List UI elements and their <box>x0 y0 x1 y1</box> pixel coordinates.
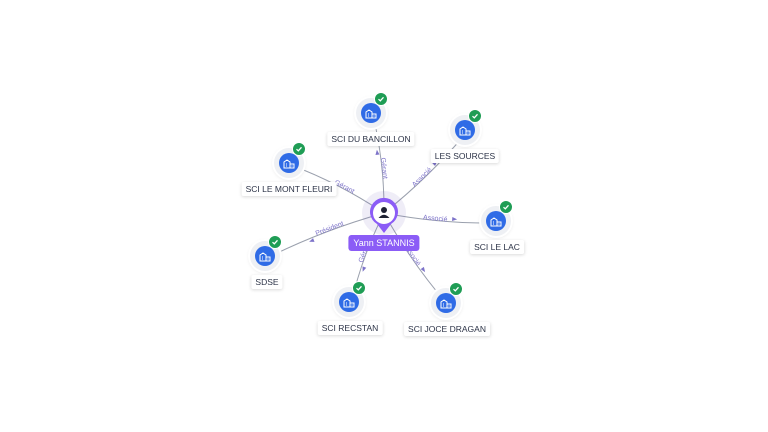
person-pin-icon <box>370 197 398 233</box>
building-icon <box>486 211 506 231</box>
check-icon <box>468 109 482 123</box>
company-label: LES SOURCES <box>430 149 500 163</box>
relation-arrow-icon <box>452 216 458 221</box>
relation-label: Gérant <box>333 179 355 195</box>
check-icon <box>292 142 306 156</box>
company-label: SCI DU BANCILLON <box>327 132 415 146</box>
person-icon <box>378 207 390 218</box>
relation-arrow-icon <box>375 149 380 155</box>
relation-label: Associé <box>411 166 434 188</box>
building-icon <box>361 103 381 123</box>
company-icon-wrap <box>431 282 463 318</box>
check-icon <box>352 281 366 295</box>
building-icon <box>279 153 299 173</box>
building-icon <box>255 246 275 266</box>
check-icon <box>268 235 282 249</box>
building-icon <box>436 293 456 313</box>
company-label: SCI RECSTAN <box>317 321 383 335</box>
company-icon-wrap <box>450 109 482 145</box>
company-icon-wrap <box>334 281 366 317</box>
relation-label: Président <box>315 220 345 237</box>
company-label: SCI JOCE DRAGAN <box>404 322 490 336</box>
relation-arrow-icon <box>309 238 315 242</box>
relation-label: Gérant <box>379 157 388 179</box>
company-icon-wrap <box>250 235 282 271</box>
company-icon-wrap <box>274 142 306 178</box>
building-icon <box>455 120 475 140</box>
company-label: SDSE <box>251 275 283 289</box>
company-label: SCI LE LAC <box>470 240 524 254</box>
person-name-label: Yann STANNIS <box>348 235 420 251</box>
check-icon <box>449 282 463 296</box>
relation-arrow-icon <box>420 266 426 273</box>
company-label: SCI LE MONT FLEURI <box>241 182 337 196</box>
relation-label: Associé <box>423 214 448 223</box>
building-icon <box>339 292 359 312</box>
company-icon-wrap <box>356 92 388 128</box>
check-icon <box>499 200 513 214</box>
relation-arrow-icon <box>362 266 367 272</box>
check-icon <box>374 92 388 106</box>
company-icon-wrap <box>481 200 513 236</box>
